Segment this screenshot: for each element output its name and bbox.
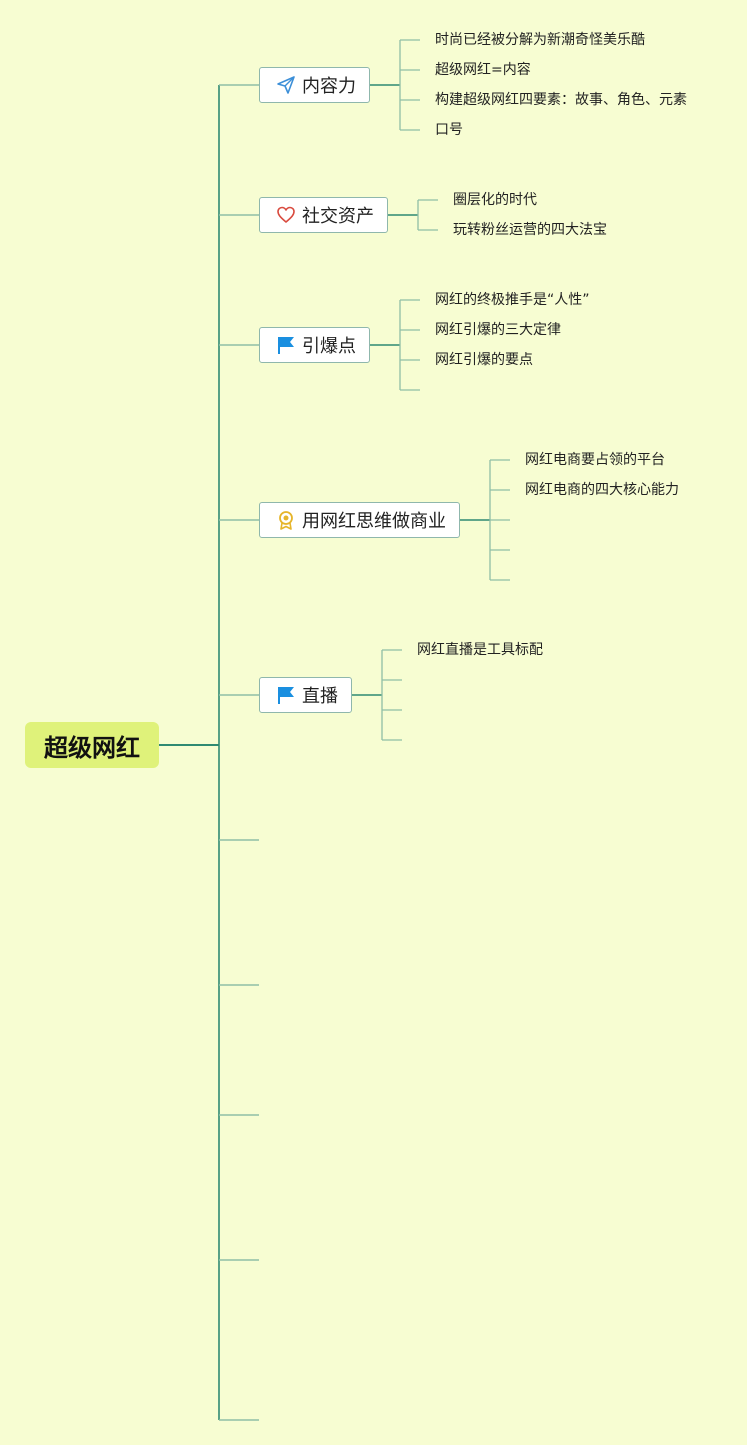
branch-content-power[interactable]: 内容力: [259, 67, 370, 103]
leaf-topic[interactable]: 网红引爆的要点: [435, 352, 533, 368]
branch-label: 内容力: [302, 76, 356, 97]
leaf-topic[interactable]: 口号: [435, 122, 463, 138]
leaf-topic[interactable]: 网红的终极推手是“人性”: [435, 292, 590, 308]
leaf-topic[interactable]: 构建超级网红四要素：故事、角色、元素: [435, 92, 687, 108]
branch-label: 直播: [302, 686, 338, 707]
branch-social-assets[interactable]: 社交资产: [259, 197, 388, 233]
paper-plane-icon: [275, 74, 297, 96]
leaf-topic[interactable]: 圈层化的时代: [453, 192, 537, 208]
leaf-topic[interactable]: 网红引爆的三大定律: [435, 322, 561, 338]
flag-icon: [275, 684, 297, 706]
branch-label: 社交资产: [302, 206, 374, 227]
root-topic-label: 超级网红: [44, 733, 140, 762]
award-ribbon-icon: [275, 509, 297, 531]
leaf-topic[interactable]: 玩转粉丝运营的四大法宝: [453, 222, 607, 238]
branch-tipping-point[interactable]: 引爆点: [259, 327, 370, 363]
root-topic[interactable]: 超级网红: [25, 722, 159, 768]
branch-live-streaming[interactable]: 直播: [259, 677, 352, 713]
heart-icon: [275, 204, 297, 226]
leaf-topic[interactable]: 网红电商的四大核心能力: [525, 482, 679, 498]
leaf-topic[interactable]: 时尚已经被分解为新潮奇怪美乐酷: [435, 32, 645, 48]
leaf-topic[interactable]: 网红电商要占领的平台: [525, 452, 665, 468]
leaf-topic[interactable]: 网红直播是工具标配: [417, 642, 543, 658]
flag-icon: [275, 334, 297, 356]
branch-label: 用网红思维做商业: [302, 511, 446, 532]
branch-label: 引爆点: [302, 336, 356, 357]
leaf-topic[interactable]: 超级网红=内容: [435, 62, 531, 78]
branch-business-thinking[interactable]: 用网红思维做商业: [259, 502, 460, 538]
